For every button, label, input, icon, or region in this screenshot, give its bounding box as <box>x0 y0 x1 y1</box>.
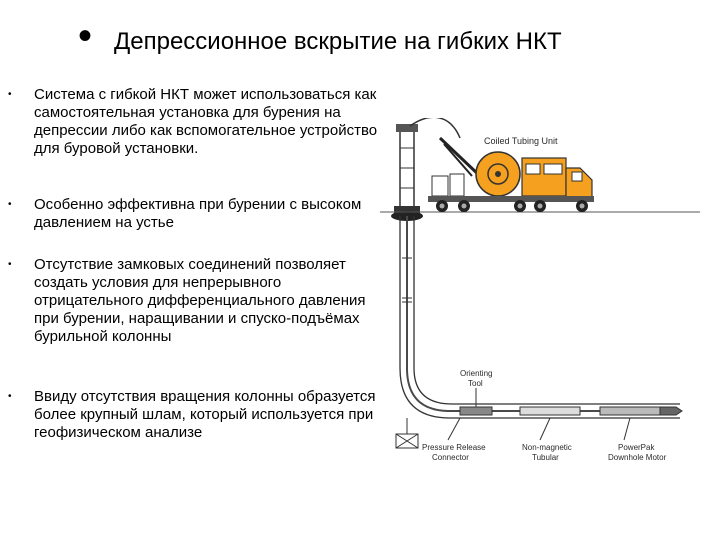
bullet-marker: • <box>8 259 12 270</box>
coiled-tubing-diagram: Coiled Tubing Unit Orienting Tool Pressu… <box>380 118 700 462</box>
slide-title-block: • Депрессионное вскрытие на гибких НКТ <box>78 16 708 62</box>
wellbore <box>399 216 680 419</box>
downhole-motor-label-2: Downhole Motor <box>608 453 667 462</box>
non-magnetic-label: Non-magnetic <box>522 443 572 452</box>
bottom-hole-assembly <box>447 388 683 441</box>
bullet-text: Отсутствие замковых соединений позволяет… <box>34 256 366 345</box>
pressure-release-label: Pressure Release <box>422 443 486 452</box>
bullet-text: Особенно эффективна при бурении с высоко… <box>34 196 362 231</box>
downhole-motor-label: PowerPak <box>618 443 655 452</box>
bullet-list: • Система с гибкой НКТ может использоват… <box>8 86 378 441</box>
slide-title: Депрессионное вскрытие на гибких НКТ <box>114 28 562 55</box>
orienting-tool-label: Orienting <box>460 369 492 378</box>
bullet-marker: • <box>8 199 12 210</box>
coiled-tubing-unit-label: Coiled Tubing Unit <box>484 136 558 146</box>
bullet-marker: • <box>8 89 12 100</box>
tubing-arc <box>409 118 461 139</box>
title-bullet: • <box>78 14 93 58</box>
bullet-text: Система с гибкой НКТ может использоватьс… <box>34 86 378 157</box>
injector-mast <box>396 124 418 209</box>
bullet-text: Ввиду отсутствия вращения колонны образу… <box>34 388 376 441</box>
bullet-marker: • <box>8 391 12 402</box>
pressure-release-label-2: Connector <box>432 453 469 462</box>
orienting-tool-label-2: Tool <box>468 379 483 388</box>
non-magnetic-label-2: Tubular <box>532 453 559 462</box>
coiled-tubing-truck <box>428 136 594 212</box>
bottom-valve <box>395 418 419 449</box>
